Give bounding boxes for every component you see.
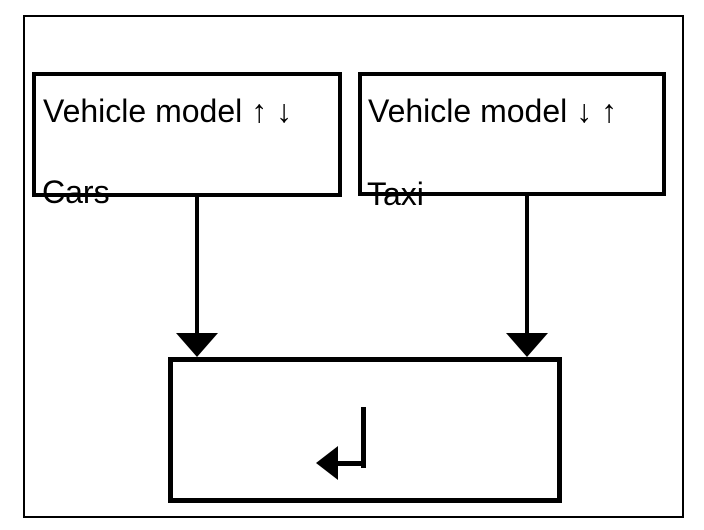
node-taxi-box <box>358 72 666 196</box>
diagram-frame <box>23 15 684 518</box>
down-arrow-icon <box>506 333 548 357</box>
return-arrow-vertical-bar <box>361 407 366 468</box>
return-arrow-horizontal-bar <box>337 461 364 466</box>
return-arrow-head <box>316 446 338 480</box>
edge-taxi-to-merge-line <box>525 196 529 335</box>
node-taxi-title: Vehicle model ↓ ↑ <box>368 93 618 129</box>
merge-node-box <box>168 357 562 503</box>
node-cars-title: Vehicle model ↑ ↓ <box>43 93 293 129</box>
edge-cars-to-merge-line <box>195 197 199 335</box>
down-arrow-icon <box>176 333 218 357</box>
node-taxi-label: Taxi <box>367 176 424 212</box>
node-cars-box <box>32 72 342 197</box>
node-cars-label: Cars <box>42 174 110 210</box>
